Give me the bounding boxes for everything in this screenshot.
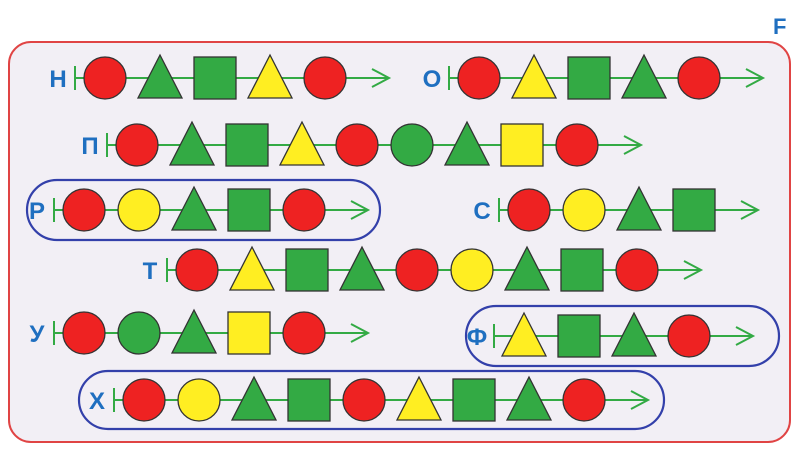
green-circle-shape <box>390 123 434 167</box>
green-circle-shape <box>117 311 161 355</box>
sequence-label: Ф <box>467 324 487 351</box>
green-square-shape <box>287 378 331 422</box>
sequence-Х: Х <box>89 375 651 422</box>
green-triangle-shape <box>230 375 278 421</box>
sequence-label: Х <box>89 388 105 415</box>
yellow-triangle-shape <box>278 120 326 166</box>
sequence-Р: Р <box>29 185 371 232</box>
red-circle-shape <box>615 248 659 292</box>
sequence-label: П <box>81 133 98 160</box>
yellow-triangle-shape <box>500 311 548 357</box>
arrow-head <box>350 200 371 220</box>
arrow-head <box>735 326 756 346</box>
red-circle-shape <box>282 188 326 232</box>
rows-group: Н О П Р С Т У Ф Х <box>29 53 766 422</box>
red-circle-shape <box>122 378 166 422</box>
red-circle-shape <box>457 56 501 100</box>
red-circle-shape <box>395 248 439 292</box>
green-square-shape <box>452 378 496 422</box>
green-triangle-shape <box>168 120 216 166</box>
arrow-head <box>683 260 704 280</box>
sequence-label: Н <box>49 66 66 93</box>
highlight-outline <box>25 178 382 242</box>
yellow-triangle-shape <box>246 53 294 99</box>
yellow-circle-shape <box>450 248 494 292</box>
red-circle-shape <box>282 311 326 355</box>
red-circle-shape <box>303 56 347 100</box>
green-triangle-shape <box>170 308 218 354</box>
sequence-label: О <box>423 66 442 93</box>
green-square-shape <box>285 248 329 292</box>
arrow-head <box>350 323 371 343</box>
green-triangle-shape <box>620 53 668 99</box>
yellow-circle-shape <box>562 188 606 232</box>
red-circle-shape <box>562 378 606 422</box>
green-triangle-shape <box>136 53 184 99</box>
green-square-shape <box>225 123 269 167</box>
yellow-circle-shape <box>117 188 161 232</box>
red-circle-shape <box>175 248 219 292</box>
yellow-triangle-shape <box>395 375 443 421</box>
green-square-shape <box>672 188 716 232</box>
sequence-label: Т <box>143 258 158 285</box>
highlight-outline <box>77 369 666 431</box>
red-circle-shape <box>83 56 127 100</box>
red-circle-shape <box>62 188 106 232</box>
red-circle-shape <box>62 311 106 355</box>
yellow-square-shape <box>500 123 544 167</box>
green-triangle-shape <box>503 245 551 291</box>
arrow-head <box>740 200 761 220</box>
red-circle-shape <box>677 56 721 100</box>
sequence-О: О <box>423 53 766 100</box>
highlight-group <box>25 178 781 431</box>
sequence-Т: Т <box>143 245 704 292</box>
sequence-label: У <box>30 321 46 348</box>
green-triangle-shape <box>170 185 218 231</box>
red-circle-shape <box>507 188 551 232</box>
arrow-head <box>371 68 392 88</box>
red-circle-shape <box>555 123 599 167</box>
highlight-outline <box>464 304 781 368</box>
green-square-shape <box>227 188 271 232</box>
red-circle-shape <box>342 378 386 422</box>
green-square-shape <box>567 56 611 100</box>
green-triangle-shape <box>443 120 491 166</box>
arrow-head <box>623 135 644 155</box>
sequence-У: У <box>30 308 371 355</box>
sequence-С: С <box>473 185 761 232</box>
sequence-Н: Н <box>49 53 392 100</box>
green-triangle-shape <box>505 375 553 421</box>
green-triangle-shape <box>338 245 386 291</box>
sequence-П: П <box>81 120 644 167</box>
arrow-head <box>630 390 651 410</box>
sequence-label: С <box>473 198 490 225</box>
yellow-triangle-shape <box>510 53 558 99</box>
set-label: F <box>773 14 786 39</box>
red-circle-shape <box>335 123 379 167</box>
green-square-shape <box>560 248 604 292</box>
sequence-Ф: Ф <box>467 311 756 358</box>
green-triangle-shape <box>610 311 658 357</box>
sequence-label: Р <box>29 198 45 225</box>
green-triangle-shape <box>615 185 663 231</box>
green-square-shape <box>193 56 237 100</box>
set-frame <box>8 41 791 443</box>
yellow-triangle-shape <box>228 245 276 291</box>
red-circle-shape <box>115 123 159 167</box>
yellow-square-shape <box>227 311 271 355</box>
red-circle-shape <box>667 314 711 358</box>
green-square-shape <box>557 314 601 358</box>
arrow-head <box>745 68 766 88</box>
yellow-circle-shape <box>177 378 221 422</box>
